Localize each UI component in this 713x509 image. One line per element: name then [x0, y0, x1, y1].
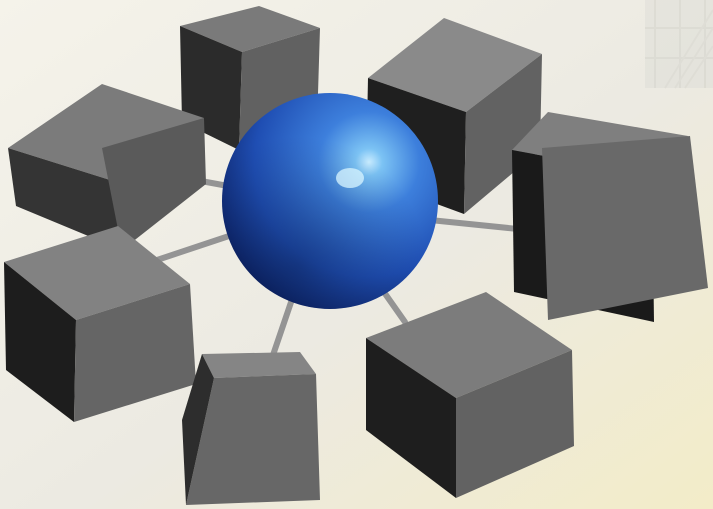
background-grid-texture — [645, 0, 713, 88]
node-cube-6 — [182, 352, 320, 505]
node-cube-3 — [512, 112, 708, 322]
hub-sphere — [222, 93, 438, 309]
